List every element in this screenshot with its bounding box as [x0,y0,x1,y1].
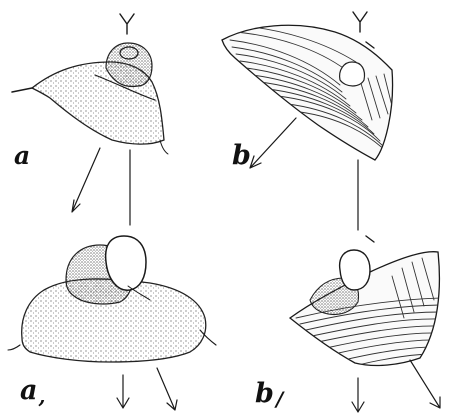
panel-a1-arrow-right [157,368,177,410]
panel-a: a [12,14,168,225]
panel-a-axis-mark [120,14,134,34]
panel-b: b [222,12,393,242]
panel-b1: b/ [255,250,440,412]
panel-a1: a, [8,236,216,410]
panel-label-b1: b/ [255,378,285,411]
panel-a1-arrow-down [117,375,129,408]
panel-label-a: a [14,141,30,170]
panel-b-blastoderm-cap [340,62,365,86]
panel-b1-head-fold [340,250,370,290]
panel-a-arrow-left [72,148,100,212]
panel-b-arrow [250,118,296,168]
panel-b1-arrow-down [352,378,364,412]
panel-b-axis-mark [353,12,367,32]
panel-label-b: b [232,140,251,171]
panel-b1-arrow-right [410,360,440,408]
panel-label-a1: a, [20,375,45,408]
